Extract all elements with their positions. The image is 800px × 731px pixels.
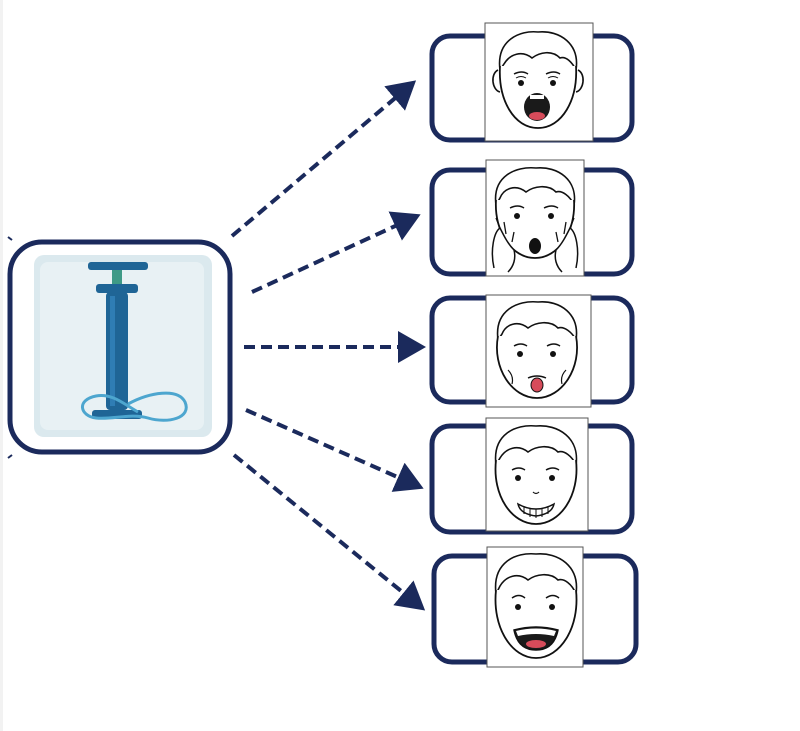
arrow-5 [232,453,426,611]
page-edge [0,0,3,731]
target-box-3 [429,294,635,408]
face-open-mouth-icon [484,22,594,142]
face-wide-smile-icon [486,546,584,668]
arrow-2 [251,211,421,294]
face-tongue-out-icon [485,294,592,408]
arrow-4 [245,408,424,492]
air-pump-icon [34,255,212,437]
face-hands-cheeks-icon [485,159,585,277]
arrows [230,80,426,611]
face-teeth-grin-icon [485,417,589,532]
target-box-5 [431,546,639,668]
arrow-1 [230,80,417,238]
target-box-4 [429,417,635,535]
target-box-2 [429,159,635,277]
target-box-1 [429,22,635,143]
source-box [7,239,233,455]
